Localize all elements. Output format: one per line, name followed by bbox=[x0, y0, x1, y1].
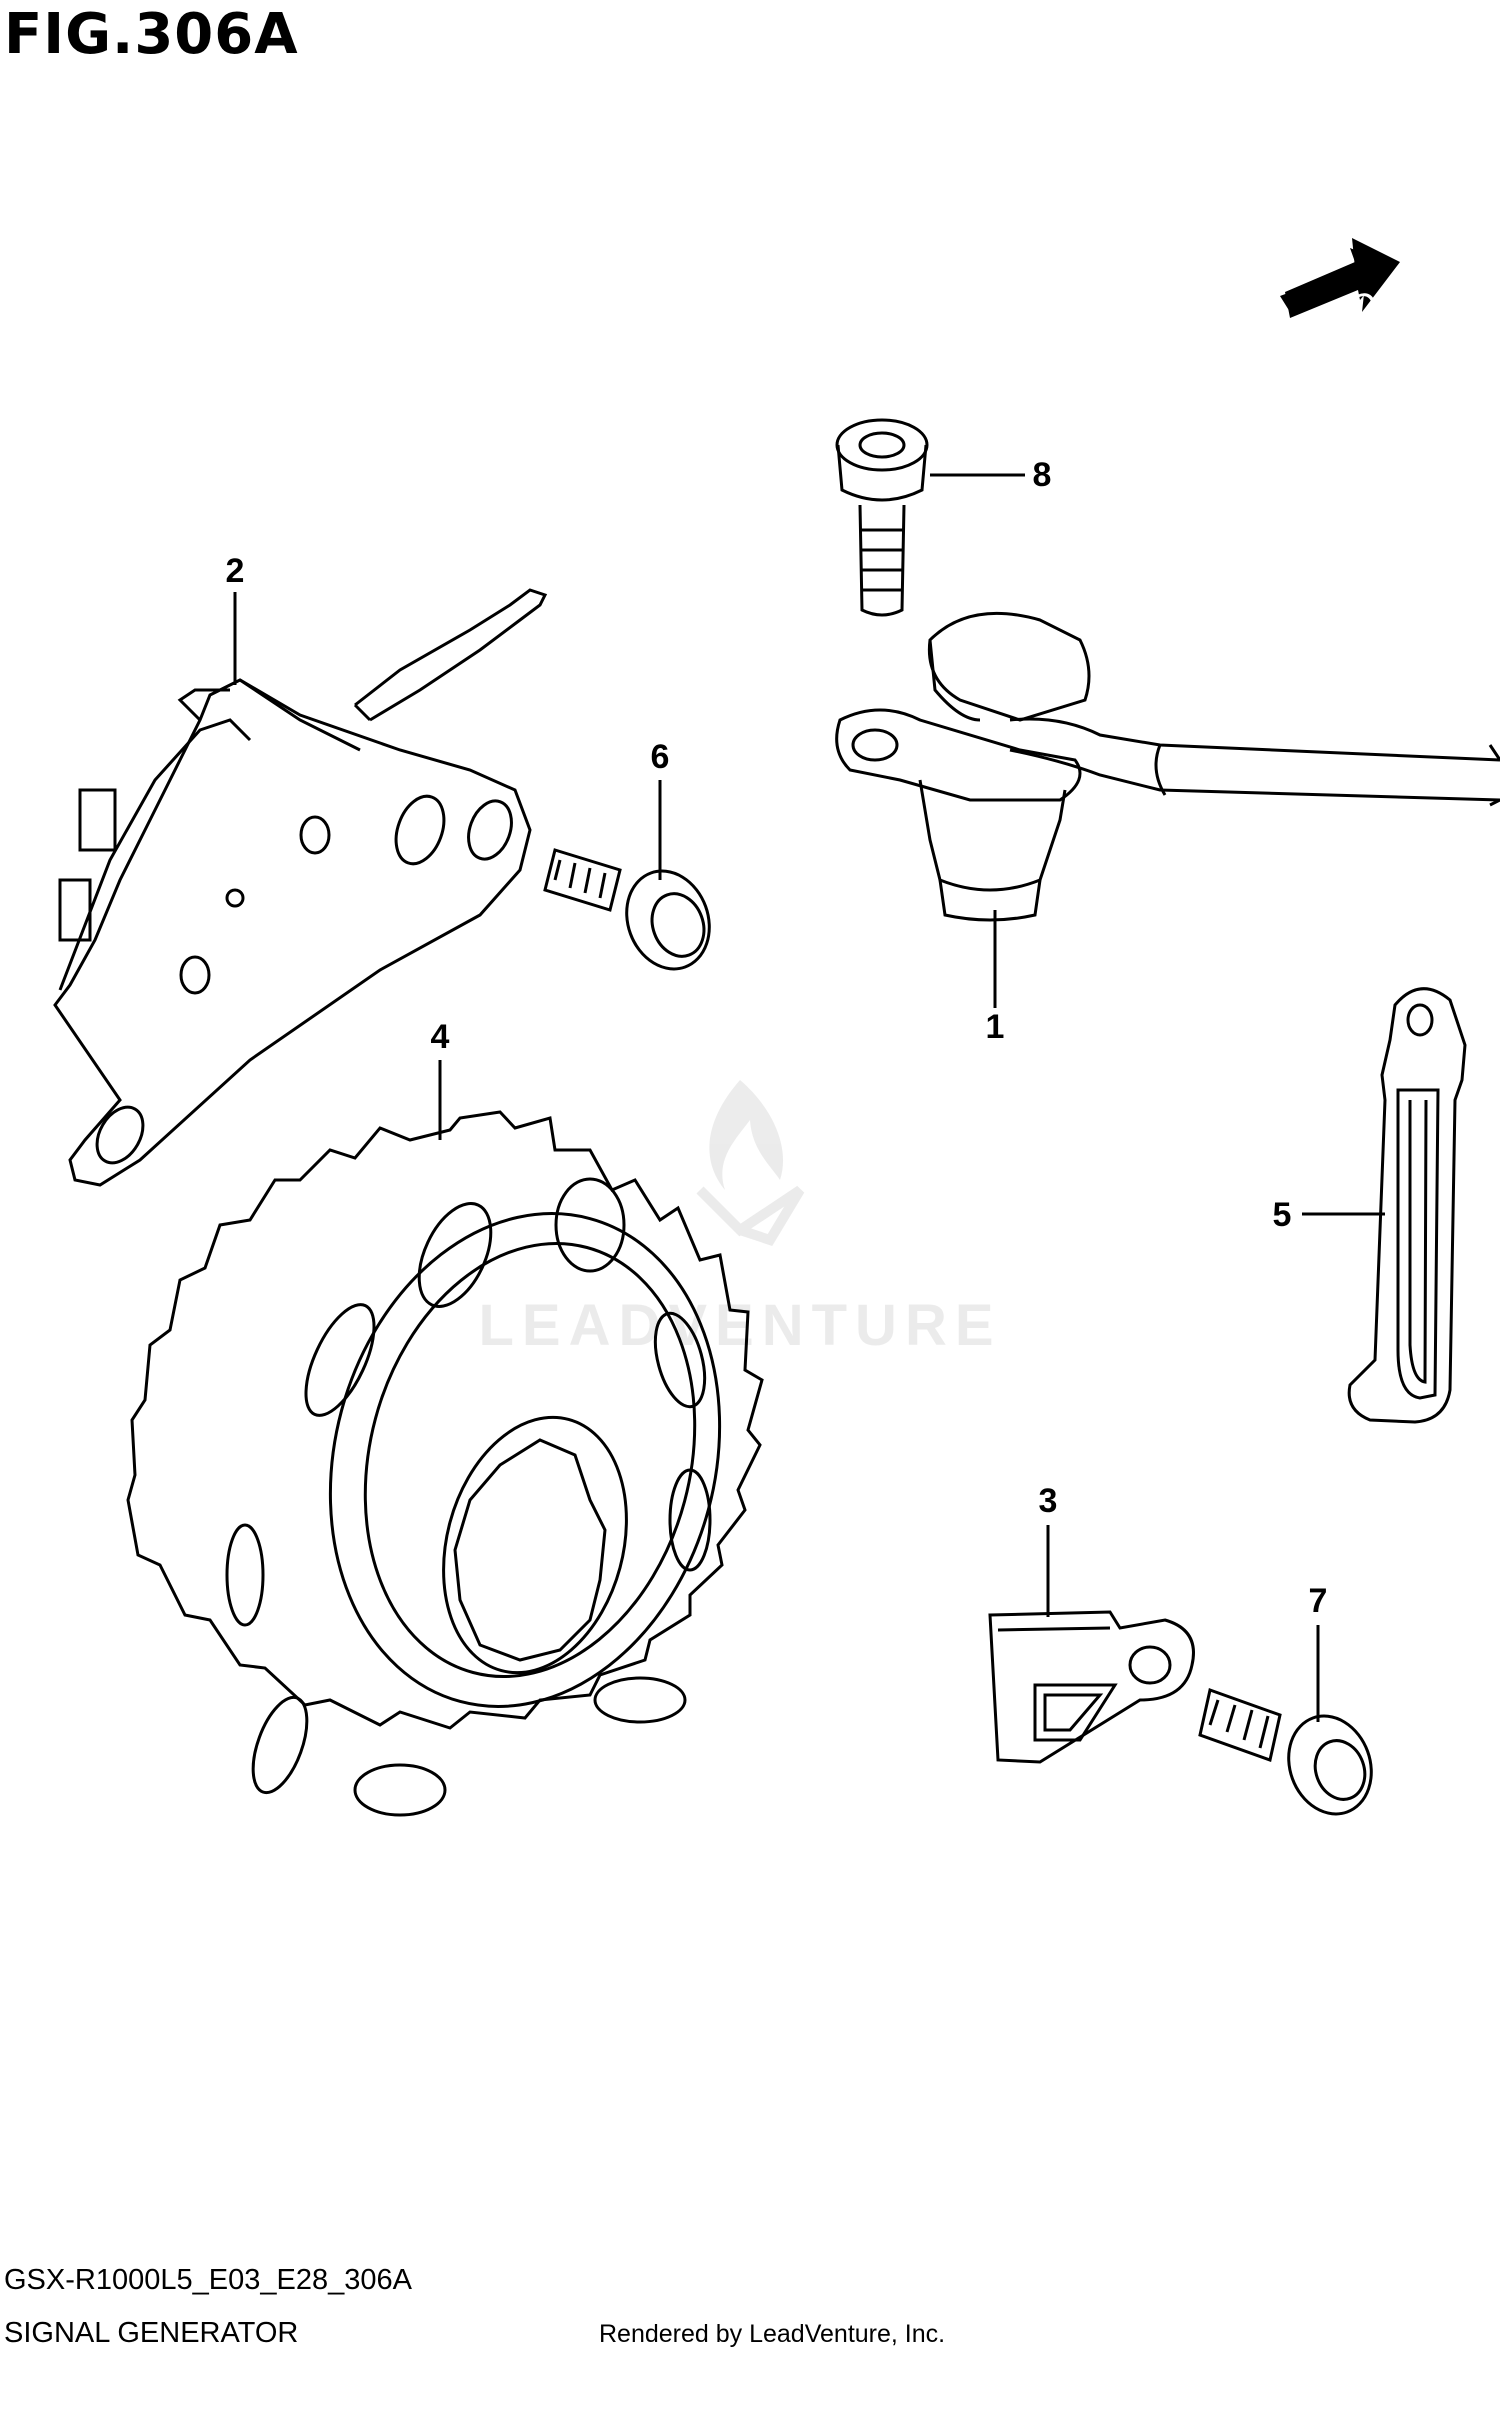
callout-4: 4 bbox=[431, 1018, 450, 1056]
callout-8: 8 bbox=[1033, 456, 1052, 494]
leadventure-watermark: LEADVENTURE bbox=[478, 1080, 1001, 1358]
sprocket-icon bbox=[126, 1110, 764, 1817]
watermark-text: LEADVENTURE bbox=[478, 1293, 1001, 1358]
signal-sensor-icon bbox=[835, 611, 1500, 922]
callout-1: 1 bbox=[986, 1008, 1005, 1046]
bracket-icon bbox=[988, 1610, 1195, 1764]
sensor-plate-icon bbox=[53, 588, 548, 1187]
callout-3: 3 bbox=[1039, 1482, 1058, 1520]
callout-5: 5 bbox=[1273, 1196, 1292, 1234]
bolt-8-icon bbox=[835, 418, 929, 617]
bolt-7-icon bbox=[1198, 1688, 1373, 1816]
wire-clamp-icon bbox=[1347, 987, 1467, 1424]
callout-6: 6 bbox=[651, 738, 670, 776]
bolt-6-icon bbox=[543, 848, 711, 971]
fwd-arrow-icon: FWD bbox=[1280, 238, 1400, 350]
model-code: GSX-R1000L5_E03_E28_306A bbox=[4, 2264, 412, 2296]
callout-2: 2 bbox=[226, 552, 245, 590]
figure-title: FIG.306A bbox=[4, 2, 299, 67]
figure-subtitle: SIGNAL GENERATOR bbox=[4, 2317, 299, 2349]
render-credit: Rendered by LeadVenture, Inc. bbox=[599, 2320, 946, 2348]
callout-7: 7 bbox=[1309, 1582, 1328, 1620]
